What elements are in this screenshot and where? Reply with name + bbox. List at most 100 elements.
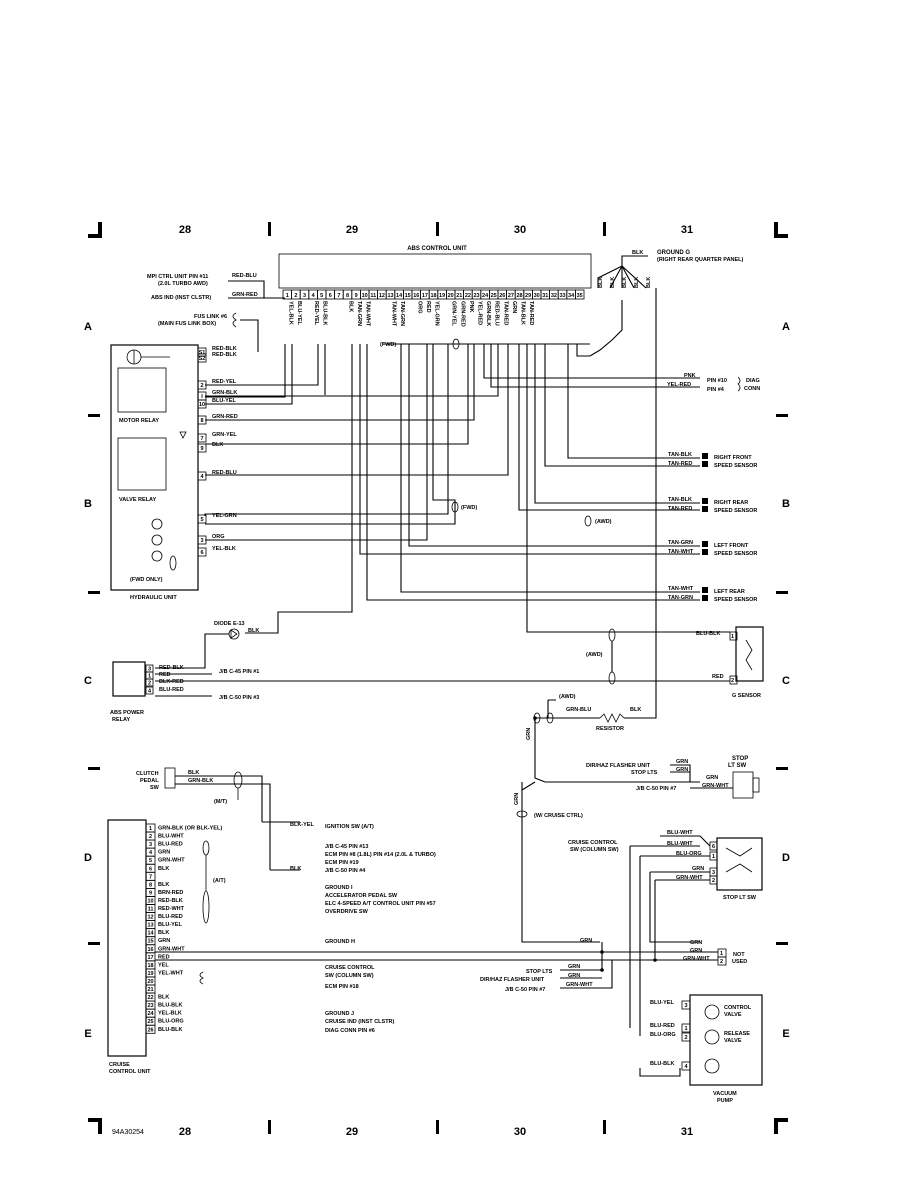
row-label-d-left: D (84, 852, 92, 864)
hyd-pin-label: 5 (200, 517, 203, 523)
cruise-pin-label: 20 (147, 979, 153, 985)
resistor-awd: (AWD) (559, 694, 576, 700)
hyd-pin-label: 7 (200, 436, 203, 442)
ccsw-pin-label: 6 (712, 844, 715, 850)
cruise-dest: ECM PIN #8 (1.8L) PIN #14 (2.0L & TURBO) (325, 852, 436, 858)
cruise-dest: ELC 4-SPEED A/T CONTROL UNIT PIN #57 (325, 901, 436, 907)
cruise-pin-label: 22 (147, 995, 153, 1001)
sensor-label-2: SPEED SENSOR (714, 597, 757, 603)
stop-lt-sw-title-1: STOP (732, 756, 748, 762)
abs-ground-label: GROUND G (657, 250, 690, 256)
sensor-wire-1: TAN-BLK (668, 497, 692, 503)
abs-pin-wire: RED-YEL (313, 301, 319, 326)
apr-dest-2: J/B C-50 PIN #3 (219, 695, 259, 701)
lstop-jb: J/B C-50 PIN #7 (505, 987, 545, 993)
diode-e13: DIODE E-13 BLK (155, 621, 259, 669)
sensor-terminal (702, 461, 708, 467)
cruise-pin-wire: BLK (158, 882, 169, 888)
lstop-stop: STOP LTS (526, 969, 553, 975)
nu-w2: GRN (690, 948, 702, 954)
vac-pin-2 (681, 1032, 691, 1042)
cruise-dest: ECM PIN #18 (325, 984, 359, 990)
abs-pin-label: 21 (456, 293, 462, 299)
abs-pin-wire: TAN-BLK (520, 301, 526, 325)
abs-pin-label: 9 (355, 293, 358, 299)
cruise-dest: ACCELERATOR PEDAL SW (325, 893, 398, 899)
abs-pin-label: 32 (551, 293, 557, 299)
right-side-connectors: PNK YEL-RED PIN #10 PIN #4 DIAG CONN TAN… (667, 373, 760, 603)
cruise-pin-wire: RED (158, 954, 170, 960)
apr-pin-label: 4 (148, 689, 152, 695)
cruise-dest: CRUISE CONTROL (325, 965, 375, 971)
nu-w3: GRN-WHT (683, 956, 710, 962)
abs-pin-label: 33 (559, 293, 565, 299)
abs-pin-wire: RED-BLU (494, 301, 500, 326)
sensor-label-1: LEFT REAR (714, 589, 745, 595)
cruise-pin-wire: GRN-WHT (158, 946, 185, 952)
figure-id: 94A30254 (112, 1129, 144, 1136)
g-pin-1: 1 (731, 634, 734, 640)
abs-pin-label: 31 (542, 293, 548, 299)
hyd-pin-label: 6 (200, 550, 203, 556)
cruise-dest: GROUND J (325, 1011, 354, 1017)
hyd-pin-2 (197, 380, 207, 390)
cruise-pin-label: 4 (149, 850, 153, 856)
abs-pin-wire: BLK (348, 301, 354, 312)
row-label-a-left: A (84, 321, 92, 333)
apr-dest-1: J/B C-45 PIN #1 (219, 669, 259, 675)
fus-link-label: FUS LINK #6 (194, 314, 227, 320)
row-labels: A B C D E A B C D E (84, 321, 790, 1040)
hyd-pin-label: 10 (199, 402, 205, 408)
column-label-28: 28 (179, 224, 191, 236)
apr-pin-4 (145, 686, 154, 695)
abs-pin-wire: BLU-BLK (322, 301, 328, 325)
abs-pin-label: 3 (303, 293, 306, 299)
cruise-pin-label: 8 (149, 882, 152, 888)
hyd-pin-wire: BLU-YEL (212, 398, 236, 404)
cruise-dest: ECM PIN #19 (325, 860, 359, 866)
apr-pin-label: 1 (148, 674, 151, 680)
abs-pin-label: 17 (422, 293, 428, 299)
hyd-pin-wire: RED-YEL (212, 379, 237, 385)
abs-gnd-w3: BLK (622, 277, 628, 288)
sensor-wire-2: TAN-RED (668, 461, 692, 467)
nu-pin-1: 1 (720, 951, 723, 957)
apr-pin-wire: RED (159, 672, 171, 678)
sensor-terminal (702, 595, 708, 601)
cruise-title-1: CRUISE (109, 1062, 130, 1068)
resistor-wire-1: GRN-BLU (566, 707, 591, 713)
fus-link-sub: (MAIN FUS LINK BOX) (158, 321, 216, 327)
sensor-terminal (702, 498, 708, 504)
apr-pin-label: 2 (148, 681, 151, 687)
vac-pin-label: 2 (684, 1035, 687, 1041)
ccsw-w4: GRN (692, 866, 704, 872)
cruise-pin-wire: GRN-WHT (158, 858, 185, 864)
abs-pin-label: 13 (387, 293, 393, 299)
cruise-dest: DIAG CONN PIN #6 (325, 1028, 375, 1034)
hyd-pin-wire: RED-BLK (212, 346, 237, 352)
vac-pin-wire: BLU-YEL (650, 1000, 674, 1006)
cruise-dest: OVERDRIVE SW (325, 909, 369, 915)
cruise-pin-label: 21 (147, 987, 153, 993)
column-label-28-bottom: 28 (179, 1126, 191, 1138)
hyd-pin-wire: GRN-YEL (212, 432, 237, 438)
abs-pin-label: 5 (320, 293, 323, 299)
hyd-pin-1 (197, 353, 207, 363)
resistor-label: RESISTOR (596, 726, 624, 732)
sensor-wire-2: TAN-RED (668, 506, 692, 512)
abs-pin-label: 6 (329, 293, 332, 299)
abs-pin-wire: GRN-RED (459, 301, 465, 327)
cruise-dest: SW (COLUMN SW) (325, 973, 374, 979)
cruise-pin-label: 26 (147, 1027, 153, 1033)
motor-relay-label: MOTOR RELAY (119, 418, 159, 424)
clutch-title-2: PEDAL (140, 778, 159, 784)
frame-marks (88, 222, 788, 1134)
stop-jb: J/B C-50 PIN #7 (636, 786, 676, 792)
release-valve-2: VALVE (724, 1038, 742, 1044)
grn-vert-1: GRN (526, 728, 532, 740)
turbo-awd-label: (2.0L TURBO AWD) (158, 281, 208, 287)
sensor-wire-1: TAN-GRN (668, 540, 693, 546)
cruise-dest: GROUND H (325, 939, 355, 945)
abs-pin-wire: YEL-RED (477, 301, 483, 325)
